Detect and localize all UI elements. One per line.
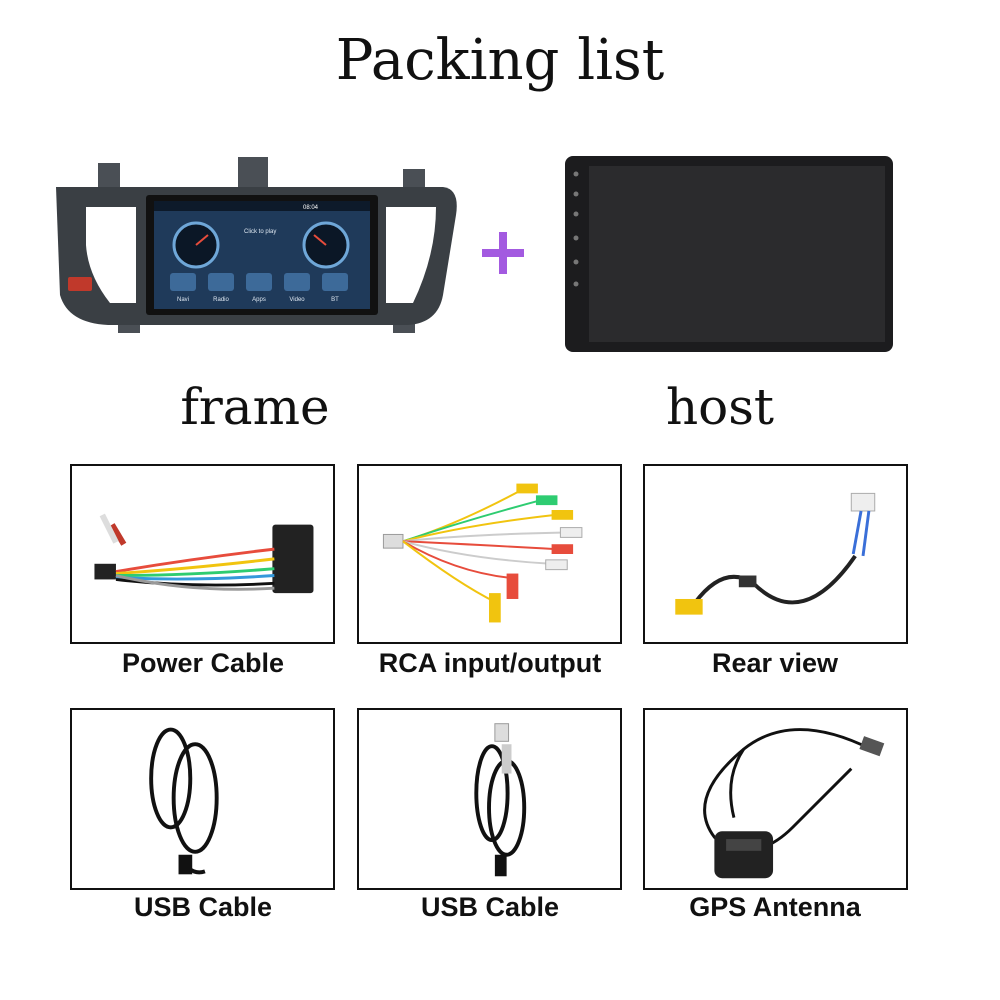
- usb-cable-box-1: [70, 708, 335, 890]
- item-label-usb-1: USB Cable: [133, 892, 273, 922]
- usb-cable-icon: [474, 723, 527, 877]
- host-label: host: [665, 378, 775, 436]
- item-label-rca: RCA input/output: [378, 648, 602, 678]
- power-cable-box: [70, 464, 335, 644]
- page-title: Packing list: [335, 28, 665, 93]
- usb-cable-box-2: [357, 708, 622, 890]
- frame-label: frame: [180, 378, 330, 436]
- host-image: [565, 156, 893, 352]
- rear-view-cable-icon: [675, 492, 876, 615]
- rear-view-box: [643, 464, 908, 644]
- frame-screen-center-text: Click to play: [244, 229, 276, 235]
- frame-app-tile: [246, 273, 272, 291]
- frame-image: 08:04 Click to play Navi Radio Apps Video BT: [56, 157, 457, 333]
- item-label-gps: GPS Antenna: [689, 892, 861, 922]
- frame-app-tile: [284, 273, 310, 291]
- frame-app-label: Radio: [213, 297, 229, 303]
- power-cable-icon: [94, 513, 314, 594]
- frame-app-tile: [170, 273, 196, 291]
- gps-antenna-box: [643, 708, 908, 890]
- rca-cable-box: [357, 464, 622, 644]
- frame-app-tile: [208, 273, 234, 291]
- frame-app-label: Navi: [177, 297, 189, 303]
- frame-app-label: BT: [331, 297, 339, 303]
- rca-cable-icon: [382, 483, 583, 623]
- gps-antenna-icon: [703, 728, 885, 879]
- item-label-rear-view: Rear view: [711, 648, 839, 678]
- frame-app-label: Video: [289, 297, 305, 303]
- frame-app-tile: [322, 273, 348, 291]
- usb-cable-icon: [149, 727, 219, 875]
- plus-icon: [482, 232, 524, 274]
- frame-app-label: Apps: [252, 297, 266, 303]
- item-label-power-cable: Power Cable: [121, 648, 285, 678]
- item-label-usb-2: USB Cable: [420, 892, 560, 922]
- frame-screen-time: 08:04: [303, 205, 319, 211]
